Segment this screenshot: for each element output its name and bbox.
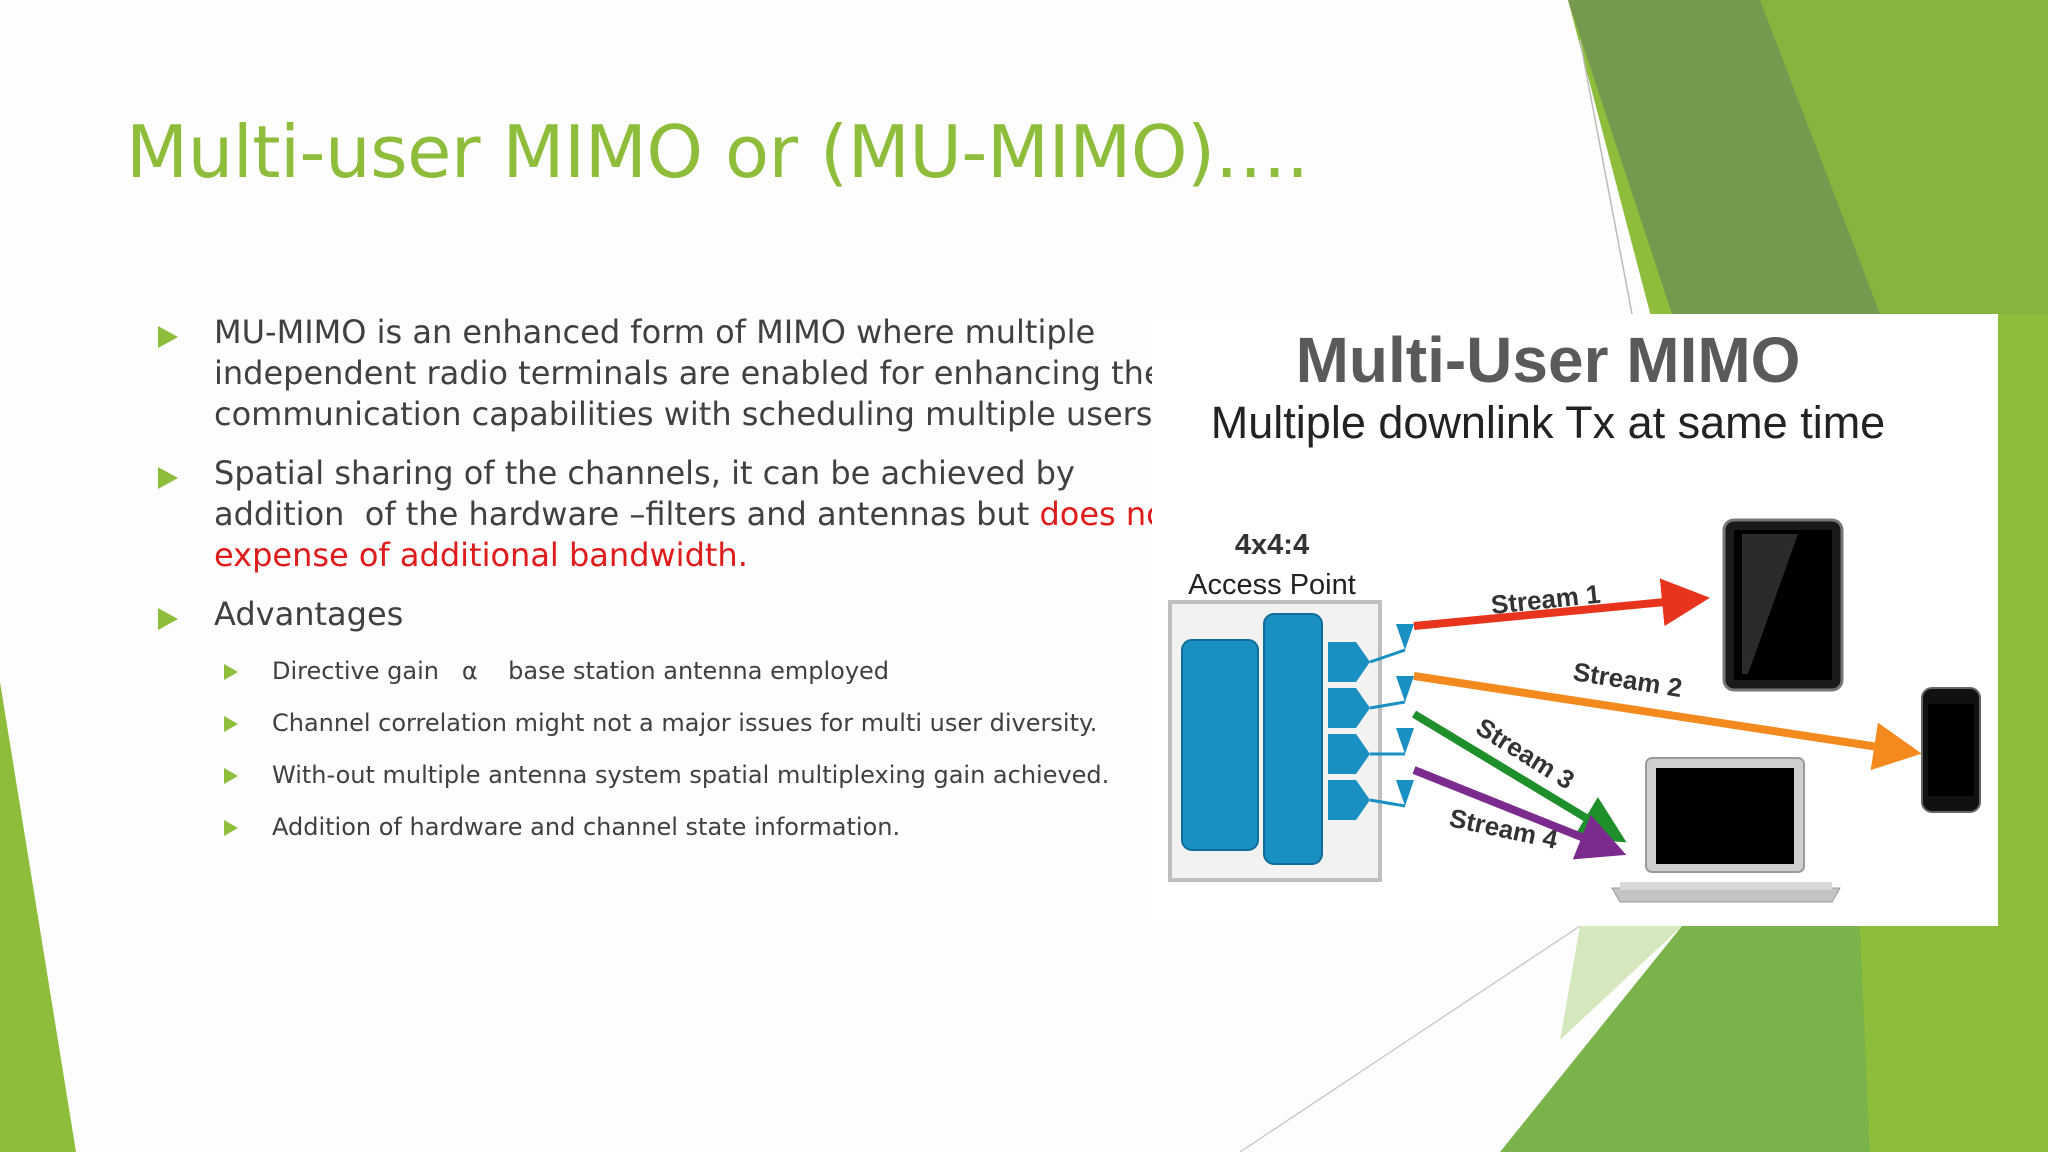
sub-bullet-item: Channel correlation might not a major is… [224,705,1158,757]
sub-bullet-text: Channel correlation might not a major is… [272,709,1098,737]
lower-right-fill [1860,926,2048,1152]
bullet-text: Advantages [214,595,404,633]
sub-bullet-arrow-icon [224,768,238,784]
stream-3-arrow [1411,710,1627,843]
stream-1-label: Stream 1 [1489,579,1601,620]
slide-title: Multi-user MIMO or (MU-MIMO)…. [126,110,1309,194]
phone-icon [1921,687,1981,813]
bullet-list: MU-MIMO is an enhanced form of MIMO wher… [158,312,1178,861]
sub-bullet-item: Directive gain α base station antenna em… [224,653,1158,705]
ap-label-model: 4x4:4 [1235,529,1309,561]
ap-label-name: Access Point [1188,569,1356,601]
lower-wedge [1500,926,1870,1152]
right-band-mid [1760,0,2048,314]
thin-line-upper [1579,39,1633,315]
sub-bullet-text: Directive gain α base station antenna em… [272,657,890,685]
bullet-item: Spatial sharing of the channels, it can … [158,453,1178,576]
thin-line-lower [1239,925,1581,1152]
stream-2-label: Stream 2 [1571,656,1684,703]
mu-mimo-diagram: Multi-User MIMO Multiple downlink Tx at … [1168,324,1981,903]
bullet-arrow-icon [158,467,178,489]
sub-bullet-text: Addition of hardware and channel state i… [272,813,901,841]
bullet-text-normal: Spatial sharing of the channels, it can … [214,454,1075,533]
lower-wedge-light [1560,926,1682,1040]
bullet-arrow-icon [158,326,178,348]
stream-2-arrow [1413,672,1922,771]
sub-bullet-list: Directive gain α base station antenna em… [158,653,1158,861]
stream-1-arrow [1413,578,1710,630]
figure-title: Multi-User MIMO [1296,324,1801,396]
access-point-icon [1168,600,1414,882]
mu-mimo-figure: Multi-User MIMO Multiple downlink Tx at … [1152,314,1998,926]
tablet-icon [1722,518,1844,692]
laptop-icon [1611,757,1841,903]
figure-subtitle: Multiple downlink Tx at same time [1211,397,1885,448]
sub-bullet-arrow-icon [224,716,238,732]
bullet-item: Advantages [158,594,1158,635]
stream-4-label: Stream 4 [1447,803,1561,855]
sub-bullet-item: Addition of hardware and channel state i… [224,809,1158,861]
bullet-text: Spatial sharing of the channels, it can … [214,453,1178,576]
left-wedge [0,682,76,1152]
bullet-arrow-icon [158,608,178,630]
sub-bullet-item: With-out multiple antenna system spatial… [224,757,1158,809]
sub-bullet-arrow-icon [224,820,238,836]
bullet-text: MU-MIMO is an enhanced form of MIMO wher… [214,313,1164,433]
sub-bullet-arrow-icon [224,664,238,680]
stream-4-arrow [1412,766,1627,860]
bullet-item: MU-MIMO is an enhanced form of MIMO wher… [158,312,1164,435]
sub-bullet-text: With-out multiple antenna system spatial… [272,761,1110,789]
